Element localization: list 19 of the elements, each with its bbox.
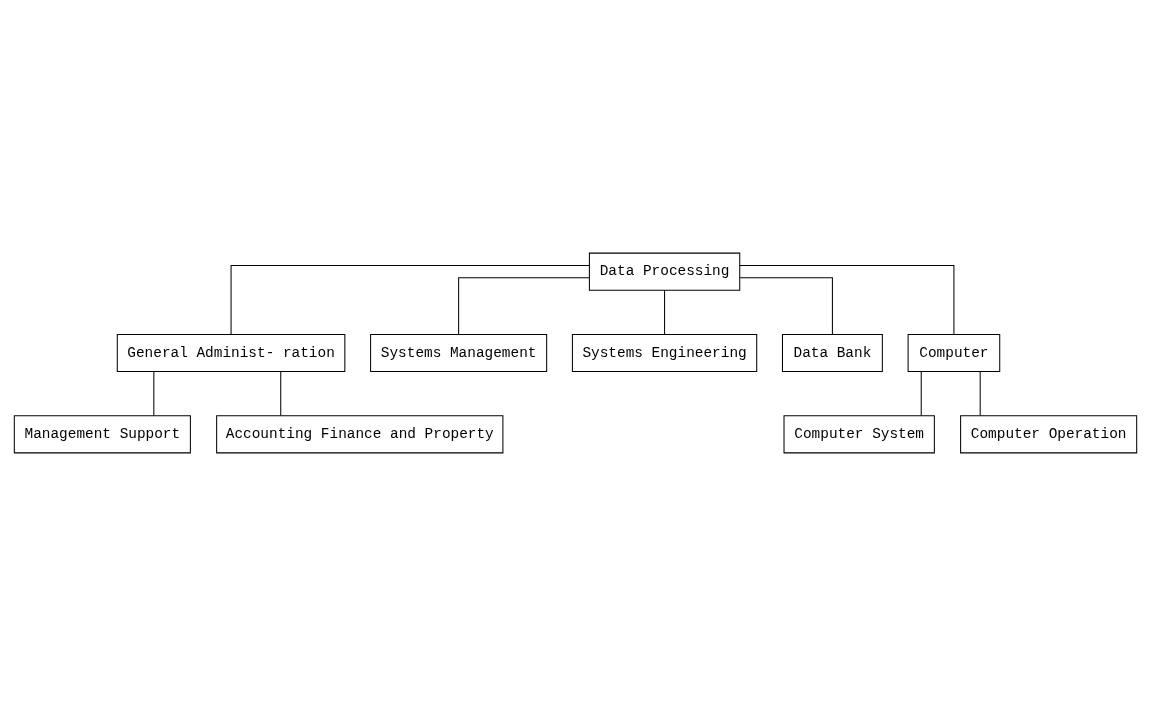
node-box: Systems Engineering <box>571 333 758 372</box>
node-box: Computer <box>907 333 1001 372</box>
connector <box>280 370 282 416</box>
node-box: Management Support <box>13 414 191 453</box>
connector <box>458 276 590 335</box>
node-box: Systems Management <box>370 333 548 372</box>
connector <box>739 276 833 335</box>
connector <box>230 264 590 335</box>
connector <box>979 370 981 416</box>
node-box: Computer System <box>783 414 935 453</box>
node-box: Computer Operation <box>960 414 1138 453</box>
connector <box>920 370 922 416</box>
node-box: Data Bank <box>781 333 883 372</box>
connector <box>739 264 955 335</box>
connector <box>153 370 155 416</box>
node-box: General Administ- ration <box>116 333 346 372</box>
node-box: Data Processing <box>588 252 741 291</box>
connector <box>664 289 666 335</box>
node-box: Accounting Finance and Property <box>216 414 504 453</box>
